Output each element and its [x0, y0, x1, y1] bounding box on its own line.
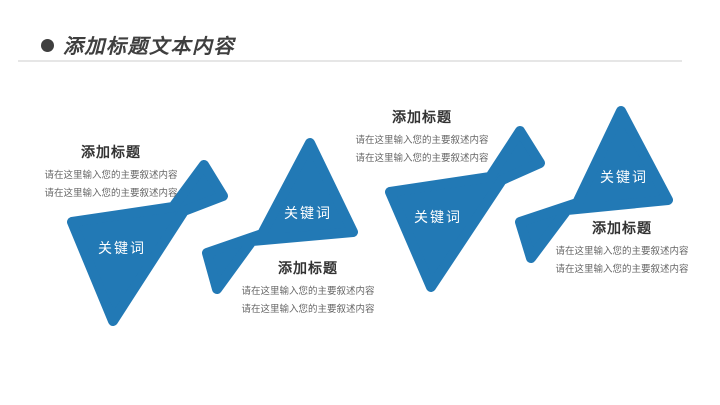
group-description-line: 请在这里输入您的主要叙述内容 [555, 246, 689, 257]
text-group-3: 添加标题 请在这里输入您的主要叙述内容 请在这里输入您的主要叙述内容 [337, 107, 507, 168]
text-group-1: 添加标题 请在这里输入您的主要叙述内容 请在这里输入您的主要叙述内容 [26, 142, 196, 203]
keyword-label-4: 关键词 [600, 169, 648, 185]
slide-title: 添加标题文本内容 [63, 36, 235, 58]
text-group-4: 添加标题 请在这里输入您的主要叙述内容 请在这里输入您的主要叙述内容 [537, 218, 707, 279]
bullet-icon [41, 39, 54, 52]
text-group-2: 添加标题 请在这里输入您的主要叙述内容 请在这里输入您的主要叙述内容 [223, 258, 393, 319]
keyword-label-1: 关键词 [98, 240, 146, 256]
keyword-label-2: 关键词 [284, 205, 332, 221]
pulse-shape-down-3 [385, 126, 545, 292]
pulse-shape-up-4 [515, 106, 673, 263]
keyword-label-3: 关键词 [414, 209, 462, 225]
group-title: 添加标题 [592, 220, 652, 236]
group-description-line: 请在这里输入您的主要叙述内容 [355, 135, 489, 146]
group-title: 添加标题 [392, 109, 452, 125]
pulse-shape-up-2 [202, 138, 358, 294]
group-title: 添加标题 [278, 260, 338, 276]
group-description-line: 请在这里输入您的主要叙述内容 [241, 304, 375, 315]
group-description-line: 请在这里输入您的主要叙述内容 [355, 153, 489, 164]
group-description-line: 请在这里输入您的主要叙述内容 [241, 286, 375, 297]
group-description-line: 请在这里输入您的主要叙述内容 [44, 188, 178, 199]
header-divider [18, 60, 682, 62]
pulse-shape-down-1 [67, 160, 228, 326]
group-title: 添加标题 [81, 144, 141, 160]
group-description-line: 请在这里输入您的主要叙述内容 [44, 170, 178, 181]
group-description-line: 请在这里输入您的主要叙述内容 [555, 264, 689, 275]
